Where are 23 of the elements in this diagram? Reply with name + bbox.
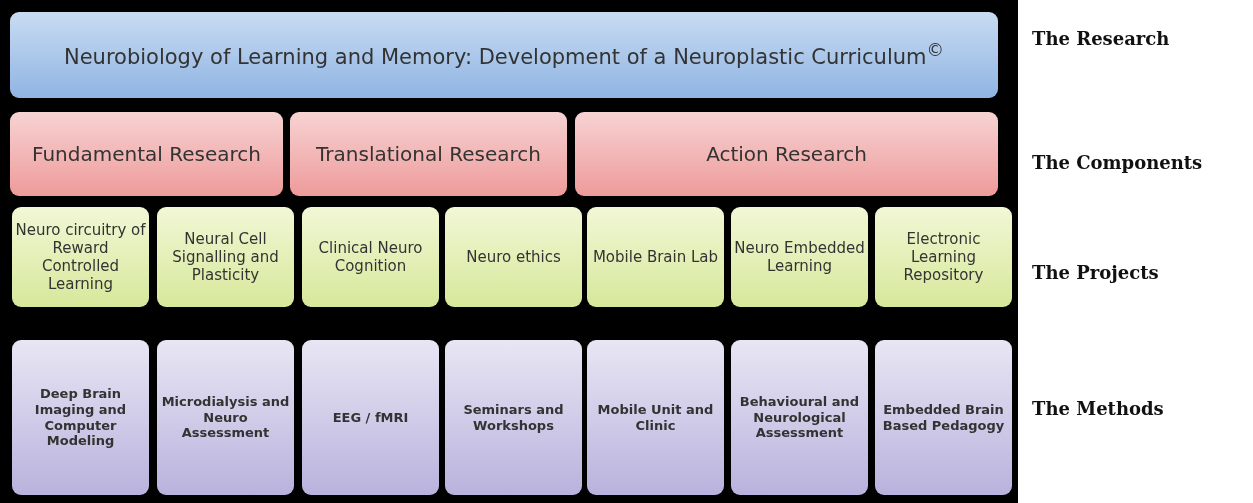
method-box: Embedded Brain Based Pedagogy [875,340,1012,495]
component-box: Fundamental Research [10,112,283,196]
method-box: Mobile Unit and Clinic [587,340,724,495]
project-box: Clinical Neuro Cognition [302,207,439,307]
component-box: Action Research [575,112,998,196]
project-box: Neural Cell Signalling and Plasticity [157,207,294,307]
row-label: The Components [1032,152,1204,174]
row-label: The Methods [1032,398,1165,420]
project-box: Mobile Brain Lab [587,207,724,307]
project-box: Neuro Embedded Learning [731,207,868,307]
row-label: The Projects [1032,262,1160,284]
row-label: The Research [1032,28,1171,50]
project-box: Electronic Learning Repository [875,207,1012,307]
method-box: Behavioural and Neurological Assessment [731,340,868,495]
method-box: Seminars and Workshops [445,340,582,495]
method-box: Microdialysis and Neuro Assessment [157,340,294,495]
project-box: Neuro circuitry of Reward Controlled Learning [12,207,149,307]
project-box: Neuro ethics [445,207,582,307]
background-panel [0,0,1018,503]
component-box: Translational Research [290,112,567,196]
method-box: Deep Brain Imaging and Computer Modeling [12,340,149,495]
method-box: EEG / fMRI [302,340,439,495]
title-banner: Neurobiology of Learning and Memory: Development of a Neuroplastic Curriculum$^{©}$ [10,12,998,98]
